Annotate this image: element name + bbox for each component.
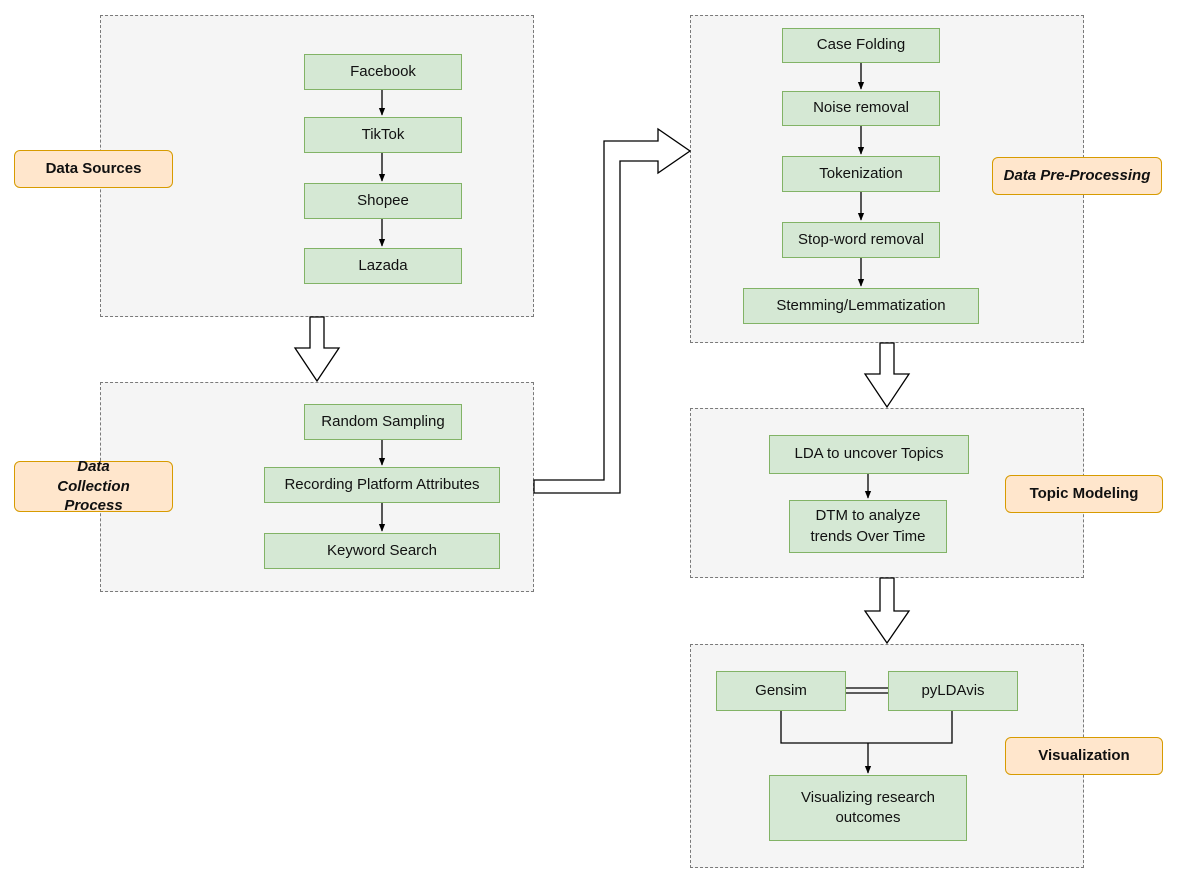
- tag-data-collection-process: Data Collection Process: [14, 458, 173, 514]
- node-random-sampling: Random Sampling: [304, 404, 462, 440]
- block-arrow-preprocessing-to-topic: [863, 342, 911, 409]
- node-facebook: Facebook: [304, 54, 462, 90]
- node-lda: LDA to uncover Topics: [769, 435, 969, 474]
- node-tiktok: TikTok: [304, 117, 462, 153]
- node-dtm: DTM to analyze trends Over Time: [789, 500, 947, 553]
- node-visualizing-outcomes: Visualizing research outcomes: [769, 775, 967, 841]
- node-gensim: Gensim: [716, 671, 846, 711]
- node-stemming-lemmatization: Stemming/Lemmatization: [743, 288, 979, 324]
- node-case-folding: Case Folding: [782, 28, 940, 63]
- node-recording-platform-attributes: Recording Platform Attributes: [264, 467, 500, 503]
- tag-data-pre-processing: Data Pre-Processing: [992, 157, 1162, 195]
- node-shopee: Shopee: [304, 183, 462, 219]
- tag-topic-modeling: Topic Modeling: [1005, 475, 1163, 513]
- node-pyldavis: pyLDAvis: [888, 671, 1018, 711]
- node-stop-word-removal: Stop-word removal: [782, 222, 940, 258]
- block-arrow-sources-to-collection: [293, 316, 341, 383]
- node-lazada: Lazada: [304, 248, 462, 284]
- node-tokenization: Tokenization: [782, 156, 940, 192]
- node-keyword-search: Keyword Search: [264, 533, 500, 569]
- tag-data-sources: Data Sources: [14, 150, 173, 188]
- node-noise-removal: Noise removal: [782, 91, 940, 126]
- block-arrow-collection-to-preprocessing: [533, 127, 692, 494]
- tag-visualization: Visualization: [1005, 737, 1163, 775]
- block-arrow-topic-to-visualization: [863, 577, 911, 645]
